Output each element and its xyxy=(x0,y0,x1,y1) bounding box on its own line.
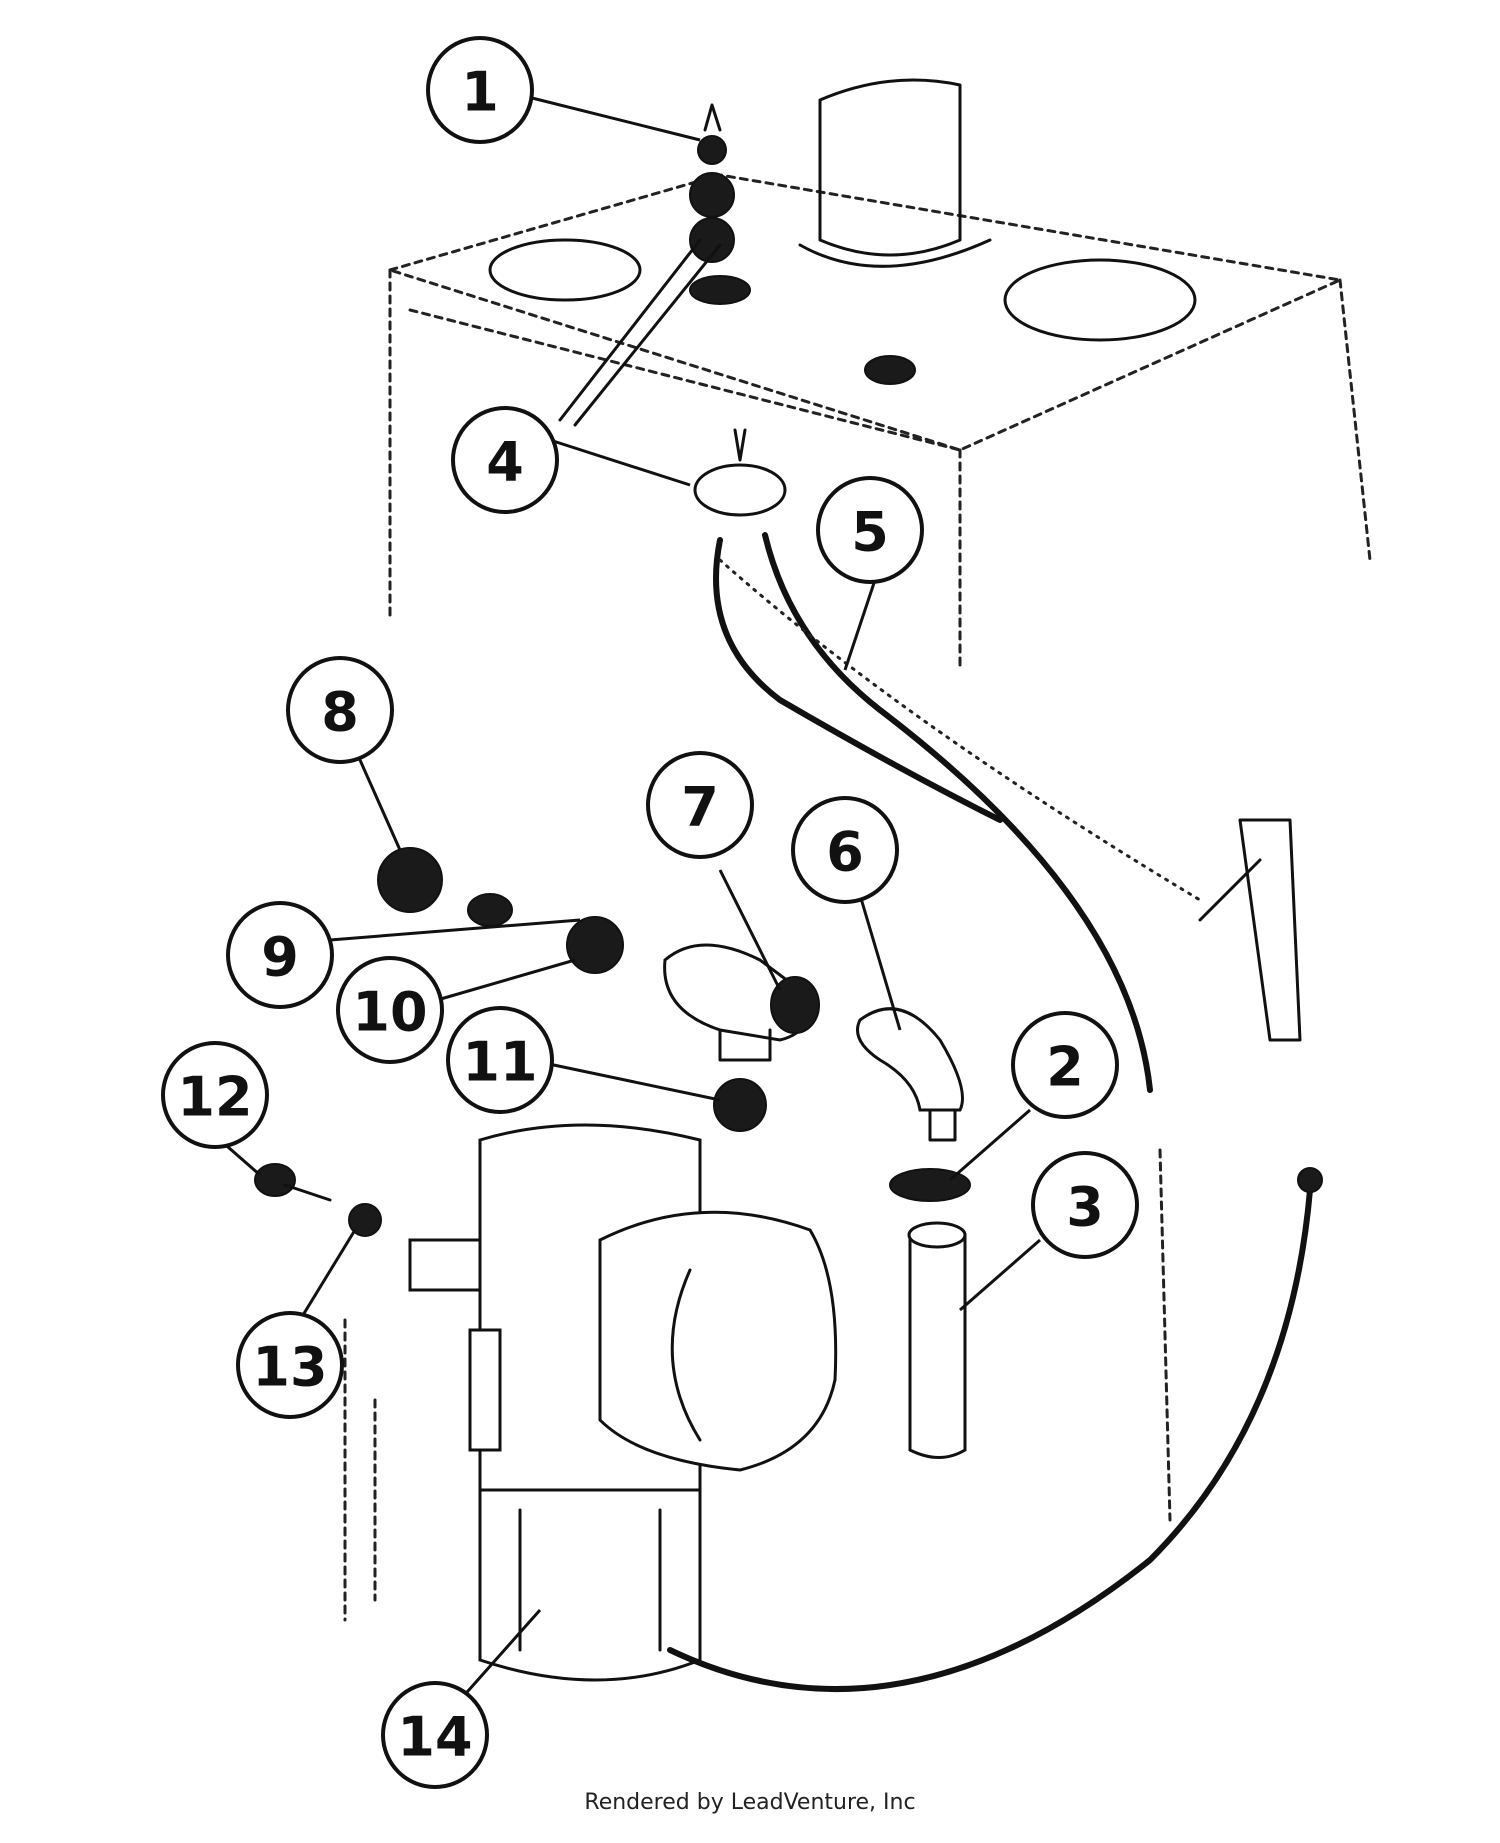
tee-fitting xyxy=(663,943,820,1062)
svg-text:8: 8 xyxy=(321,681,359,744)
carburetor-assembly xyxy=(343,1123,838,1682)
callout-8: 8 xyxy=(286,656,394,764)
svg-text:10: 10 xyxy=(352,981,427,1044)
callout-11: 11 xyxy=(446,1006,554,1114)
fuel-line xyxy=(713,532,1302,1093)
shutoff-rod xyxy=(558,103,735,427)
callout-5: 5 xyxy=(816,476,924,584)
nut xyxy=(713,1078,767,1132)
screw-and-nut xyxy=(254,1163,382,1237)
footer-credit: Rendered by LeadVenture, Inc xyxy=(584,1790,916,1815)
callout-9: 9 xyxy=(226,901,334,1009)
svg-text:3: 3 xyxy=(1066,1176,1104,1239)
svg-text:2: 2 xyxy=(1046,1036,1084,1099)
callout-6: 6 xyxy=(791,796,899,904)
fuel-tank xyxy=(384,78,1372,672)
lower-fuel-line xyxy=(667,1187,1313,1692)
svg-text:6: 6 xyxy=(826,821,864,884)
svg-text:1: 1 xyxy=(461,61,499,124)
callout-14: 14 xyxy=(381,1681,489,1789)
svg-text:4: 4 xyxy=(486,431,524,494)
svg-text:5: 5 xyxy=(851,501,889,564)
callout-4: 4 xyxy=(451,406,559,514)
svg-text:14: 14 xyxy=(397,1706,472,1769)
callout-12: 12 xyxy=(161,1041,269,1149)
callout-1: 1 xyxy=(426,36,534,144)
callout-3: 3 xyxy=(1031,1151,1139,1259)
svg-text:7: 7 xyxy=(681,776,719,839)
filter-tube xyxy=(907,1221,967,1459)
callout-13: 13 xyxy=(236,1311,344,1419)
tank-outlet-fitting xyxy=(693,428,787,517)
callout-7: 7 xyxy=(646,751,754,859)
elbow-fitting xyxy=(856,1007,964,1142)
svg-text:11: 11 xyxy=(462,1031,537,1094)
washer xyxy=(889,1168,971,1202)
fitting-chain xyxy=(377,847,624,974)
svg-text:12: 12 xyxy=(177,1066,252,1129)
svg-text:9: 9 xyxy=(261,926,299,989)
svg-text:13: 13 xyxy=(252,1336,327,1399)
callout-2: 2 xyxy=(1011,1011,1119,1119)
callout-10: 10 xyxy=(336,956,444,1064)
